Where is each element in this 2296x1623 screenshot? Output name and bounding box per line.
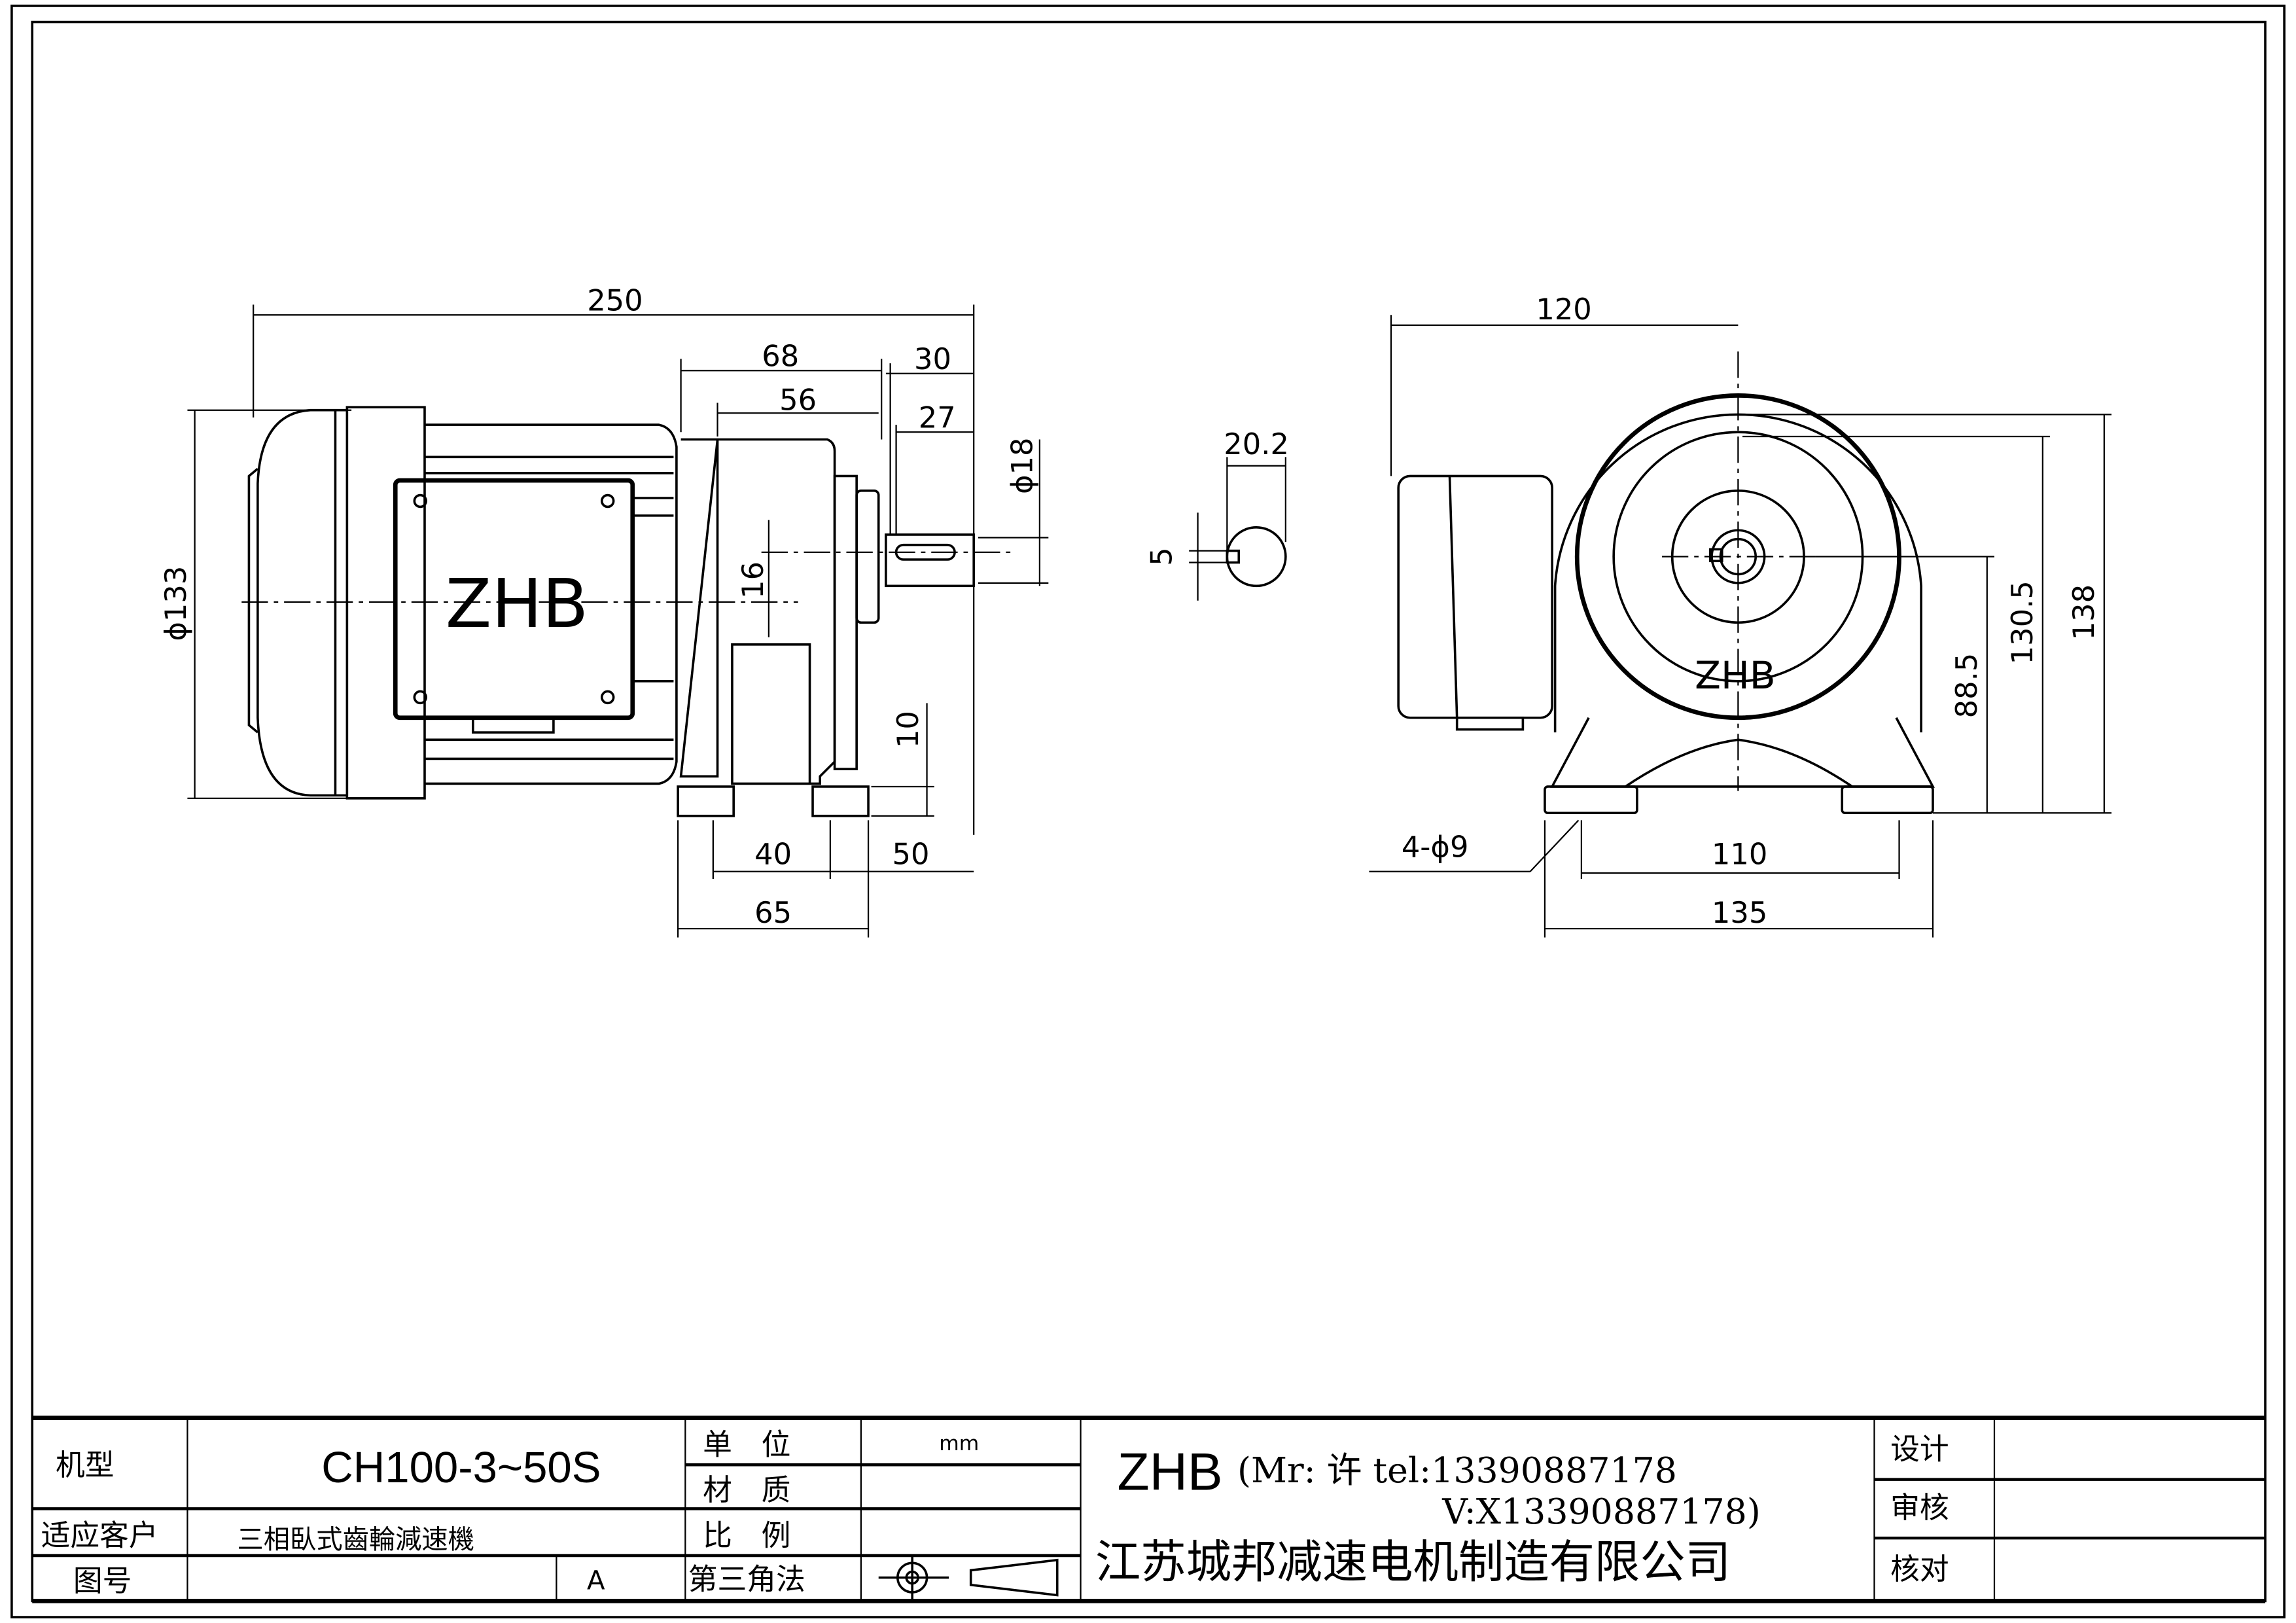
drawing-no-label-label: 图号 — [73, 1563, 132, 1598]
d88-5-label: 88.5 — [1949, 653, 1984, 719]
shaft-dia-label: ϕ18 — [1005, 438, 1040, 494]
side-view: ZHB — [241, 406, 1011, 817]
d130-5-label: 130.5 — [2005, 580, 2040, 664]
d120-label: 120 — [1536, 292, 1591, 327]
d65-label: 65 — [754, 895, 792, 930]
terminal-box-side — [1397, 474, 1553, 719]
frame-border — [10, 5, 2286, 1618]
base-mount — [1550, 717, 1935, 788]
unit-value-label: mm — [939, 1432, 979, 1455]
d68-label: 68 — [762, 339, 799, 374]
side-dimensions — [187, 304, 1049, 938]
gearbox-body — [679, 438, 836, 785]
holes-label: 4-ϕ9 — [1402, 829, 1469, 864]
d10-label: 10 — [891, 711, 925, 748]
d50-label: 50 — [892, 837, 929, 872]
d40-label: 40 — [754, 837, 792, 872]
front-view: ZHB — [1397, 351, 1935, 815]
motor-logo: ZHB — [446, 565, 589, 643]
front-dimensions — [1369, 315, 2112, 938]
title-block: 机型 CH100-3~50S 适应客户 三相臥式齒輪減速機 图号 A 单 位 m… — [32, 1416, 2266, 1603]
projection-label-label: 第三角法 — [688, 1562, 805, 1597]
foot-right — [811, 785, 870, 817]
customer-value-label: 三相臥式齒輪減速機 — [238, 1525, 474, 1555]
d16-label: 16 — [735, 562, 770, 599]
fan-cover — [256, 408, 347, 797]
d5-label: 5 — [1144, 547, 1178, 565]
design-label-label: 设计 — [1890, 1431, 1949, 1466]
contact-line2-label: V:X13390887178) — [1441, 1491, 1760, 1532]
company-label: 江苏城邦减速电机制造有限公司 — [1095, 1537, 1731, 1589]
review-label-label: 审核 — [1890, 1490, 1949, 1525]
foot-left — [1544, 785, 1638, 815]
model-value-label: CH100-3~50S — [321, 1443, 601, 1492]
customer-label-label: 适应客户 — [41, 1518, 158, 1552]
unit-label-label: 单 位 — [703, 1427, 790, 1462]
motor-body — [424, 423, 678, 785]
contact-line1-label: (Mr: 许 tel:13390887178 — [1237, 1450, 1677, 1491]
d110-label: 110 — [1712, 837, 1767, 872]
revision-label: A — [587, 1566, 605, 1596]
motor-dia-label: ϕ133 — [158, 566, 193, 641]
foot-left — [677, 785, 735, 817]
front-logo: ZHB — [1695, 653, 1776, 698]
screw-icons — [413, 493, 615, 705]
shaft-key-detail: 20.2 5 — [1144, 427, 1289, 601]
d135-label: 135 — [1712, 895, 1767, 930]
scale-label-label: 比 例 — [703, 1518, 790, 1552]
model-label-label: 机型 — [56, 1448, 114, 1482]
d138-label: 138 — [2066, 584, 2101, 640]
material-label-label: 材 质 — [703, 1472, 790, 1507]
front-dimension-labels: 120 138 130.5 88.5 4-ϕ9 110 135 — [1402, 292, 2101, 930]
d56-label: 56 — [779, 383, 817, 418]
brand-logo: ZHB — [1118, 1442, 1223, 1501]
overall-length-label: 250 — [587, 283, 643, 318]
d20-2-label: 20.2 — [1224, 427, 1289, 461]
foot-right — [1841, 785, 1934, 815]
side-dimension-labels: 250 68 56 30 27 ϕ18 ϕ133 16 10 40 50 65 — [158, 283, 1039, 931]
third-angle-projection-icon — [878, 1556, 1059, 1601]
d27-label: 27 — [919, 401, 956, 435]
drawing-border — [31, 20, 2267, 1603]
check-label-label: 核对 — [1890, 1552, 1949, 1586]
d30-label: 30 — [914, 342, 951, 376]
